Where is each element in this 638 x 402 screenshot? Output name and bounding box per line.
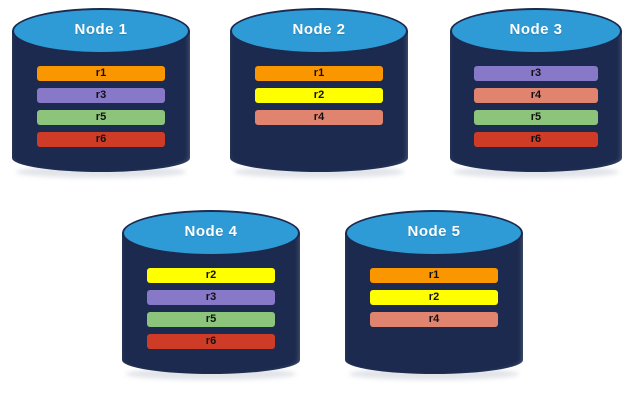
- replica-bar-r6[interactable]: r6: [146, 334, 276, 349]
- replica-bar-r3[interactable]: r3: [146, 290, 276, 305]
- replica-bar-r4[interactable]: r4: [254, 110, 384, 125]
- replica-bar-r5[interactable]: r5: [474, 110, 598, 125]
- replica-bar-r3[interactable]: r3: [474, 66, 598, 81]
- cylinder-top: [230, 8, 408, 54]
- database-node-3[interactable]: Node 3 r3 r4 r5 r6: [450, 8, 622, 186]
- cylinder-top: [450, 8, 622, 54]
- node-label-3: Node 3: [509, 21, 563, 38]
- database-node-1[interactable]: Node 1 r1 r3 r5 r6: [12, 8, 190, 186]
- database-node-4[interactable]: Node 4 r2 r3 r5 r6: [122, 210, 300, 388]
- replica-bar-r5[interactable]: r5: [146, 312, 276, 327]
- replica-bar-r1[interactable]: r1: [369, 268, 499, 283]
- replica-bar-r5[interactable]: r5: [36, 110, 166, 125]
- replica-list: r2 r3 r5 r6: [122, 268, 300, 349]
- database-node-2[interactable]: Node 2 r1 r2 r4: [230, 8, 408, 186]
- replica-bar-r4[interactable]: r4: [474, 88, 598, 103]
- replica-bar-r4[interactable]: r4: [369, 312, 499, 327]
- replica-bar-r6[interactable]: r6: [474, 132, 598, 147]
- database-node-5[interactable]: Node 5 r1 r2 r4: [345, 210, 523, 388]
- replica-bar-r1[interactable]: r1: [254, 66, 384, 81]
- replica-list: r3 r4 r5 r6: [450, 66, 622, 147]
- replica-list: r1 r2 r4: [230, 66, 408, 125]
- replica-bar-r3[interactable]: r3: [36, 88, 166, 103]
- replica-bar-r1[interactable]: r1: [36, 66, 166, 81]
- cylinder-top: [345, 210, 523, 256]
- node-label-1: Node 1: [74, 21, 128, 38]
- replica-bar-r2[interactable]: r2: [254, 88, 384, 103]
- node-label-5: Node 5: [407, 223, 461, 240]
- node-label-4: Node 4: [184, 223, 238, 240]
- replica-list: r1 r2 r4: [345, 268, 523, 327]
- cylinder-top: [12, 8, 190, 54]
- replica-bar-r2[interactable]: r2: [369, 290, 499, 305]
- cylinder-top: [122, 210, 300, 256]
- replica-bar-r6[interactable]: r6: [36, 132, 166, 147]
- replica-bar-r2[interactable]: r2: [146, 268, 276, 283]
- node-label-2: Node 2: [292, 21, 346, 38]
- replica-list: r1 r3 r5 r6: [12, 66, 190, 147]
